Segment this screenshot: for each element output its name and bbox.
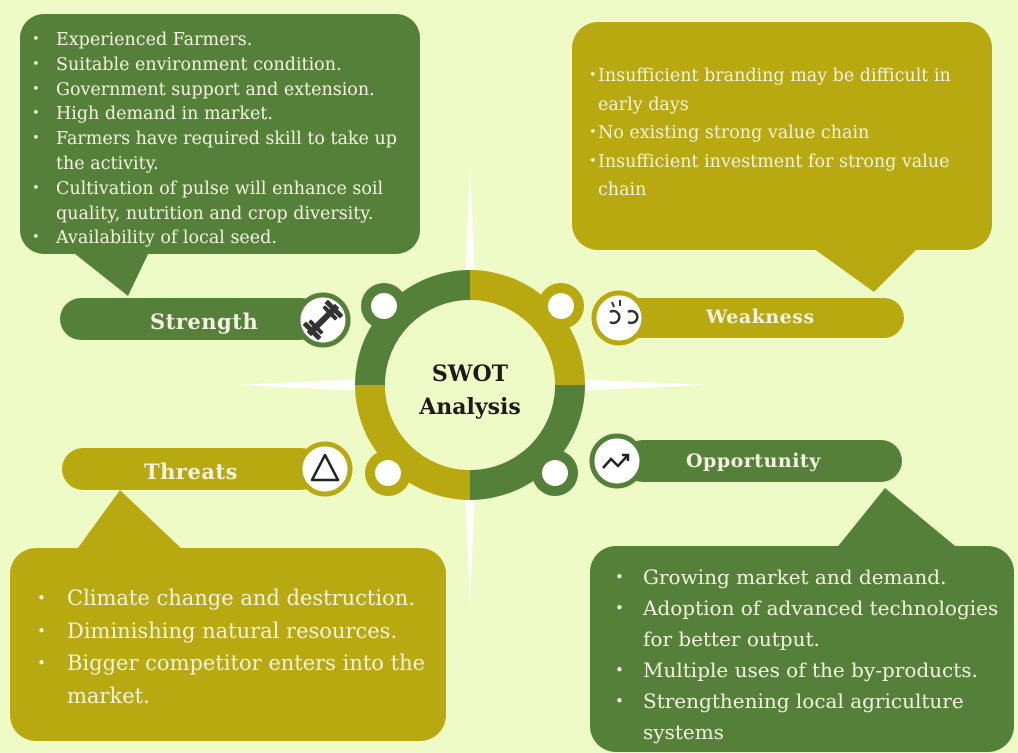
center-title-line1: SWOT <box>431 361 509 387</box>
list-item: High demand in market. <box>32 102 404 127</box>
list-item: Insufficient branding may be difficult i… <box>589 62 974 119</box>
dumbbell-icon <box>295 292 351 348</box>
list-item: Adoption of advanced technologies for be… <box>615 593 1002 655</box>
list-item: Suitable environment condition. <box>32 53 404 78</box>
center-title-line2: Analysis <box>419 394 521 420</box>
strength-list: Experienced Farmers. Suitable environmen… <box>32 28 404 251</box>
list-item: Insufficient investment for strong value… <box>589 148 974 205</box>
list-item: Cultivation of pulse will enhance soil q… <box>32 177 404 227</box>
opportunity-list: Growing market and demand. Adoption of a… <box>615 562 1002 748</box>
list-item: Diminishing natural resources. <box>37 615 430 648</box>
strength-label: Strength <box>150 309 259 334</box>
threats-bubble: Climate change and destruction. Diminish… <box>10 548 446 741</box>
list-item: Farmers have required skill to take up t… <box>32 127 404 177</box>
weakness-label: Weakness <box>706 306 815 328</box>
opportunity-label: Opportunity <box>686 450 821 472</box>
threats-list: Climate change and destruction. Diminish… <box>37 582 430 712</box>
center-ring <box>355 270 585 500</box>
threats-label-bar <box>62 448 322 490</box>
list-item: Climate change and destruction. <box>37 582 430 615</box>
strength-bubble: Experienced Farmers. Suitable environmen… <box>20 14 420 254</box>
threats-label: Threats <box>144 459 238 484</box>
ring-dot-bottom-right <box>532 450 578 496</box>
list-item: Growing market and demand. <box>615 562 1002 593</box>
list-item: Bigger competitor enters into the market… <box>37 647 430 712</box>
weakness-list: Insufficient branding may be difficult i… <box>589 62 974 205</box>
list-item: Government support and extension. <box>32 78 404 103</box>
warning-triangle-icon <box>297 441 353 497</box>
ring-dot-bottom-left <box>365 450 411 496</box>
weakness-label-bar <box>620 298 904 338</box>
list-item: Strengthening local agriculture systems <box>615 686 1002 748</box>
list-item: Availability of local seed. <box>32 226 404 251</box>
opportunity-bubble: Growing market and demand. Adoption of a… <box>590 546 1014 752</box>
ring-dot-top-left <box>361 283 407 329</box>
list-item: Experienced Farmers. <box>32 28 404 53</box>
ring-dot-top-right <box>538 283 584 329</box>
list-item: Multiple uses of the by-products. <box>615 655 1002 686</box>
list-item: No existing strong value chain <box>589 119 974 148</box>
strength-label-bar <box>60 298 322 340</box>
center-title: SWOT Analysis <box>400 358 540 424</box>
weakness-bubble: Insufficient branding may be difficult i… <box>572 22 992 250</box>
trend-up-icon <box>589 433 645 489</box>
broken-link-icon <box>591 290 647 346</box>
opportunity-label-bar <box>622 440 902 482</box>
